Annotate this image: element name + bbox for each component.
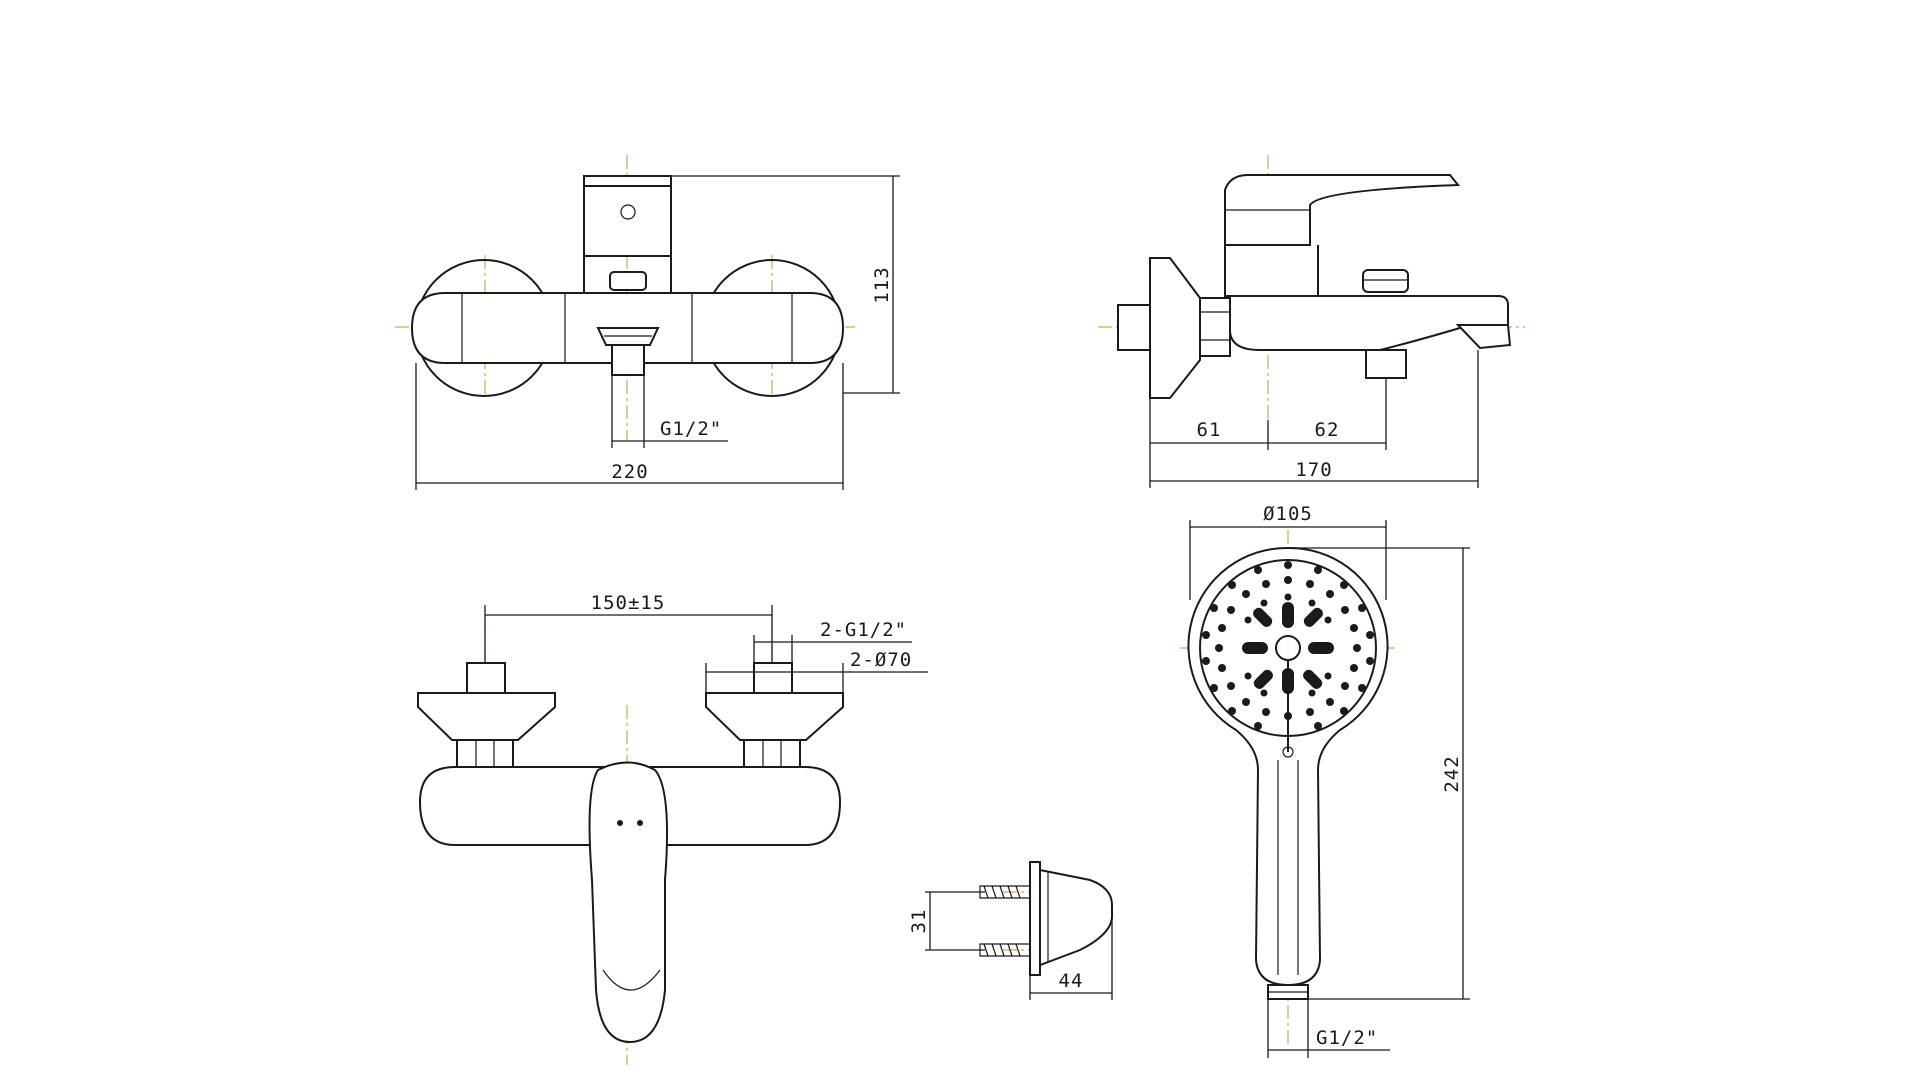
holder-view: 31 44: [908, 861, 1113, 1000]
side-depth-label: 170: [1295, 459, 1332, 481]
front-view: 113 G1/2" 220: [395, 155, 900, 490]
top-view: 150±15 2-G1/2" 2-Ø70: [417, 592, 928, 1065]
hand-shower-view: Ø105 242 G1/2": [1180, 503, 1470, 1058]
front-inlet-label: G1/2": [660, 418, 722, 440]
nozzle-dots: [1202, 561, 1374, 730]
side-left-label: 61: [1197, 419, 1222, 441]
front-height-label: 113: [871, 266, 893, 303]
top-flange-label: 2-Ø70: [850, 649, 912, 671]
side-right-label: 62: [1315, 419, 1340, 441]
top-spacing-label: 150±15: [591, 592, 666, 614]
top-thread-label: 2-G1/2": [820, 619, 907, 641]
head-length-label: 242: [1441, 755, 1463, 792]
head-diameter-label: Ø105: [1263, 503, 1313, 525]
side-view: 61 62 170: [1098, 155, 1525, 488]
front-width-label: 220: [611, 461, 648, 483]
hose-thread-label: G1/2": [1316, 1027, 1378, 1049]
holder-spacing-label: 31: [908, 909, 930, 934]
holder-depth-label: 44: [1059, 970, 1084, 992]
